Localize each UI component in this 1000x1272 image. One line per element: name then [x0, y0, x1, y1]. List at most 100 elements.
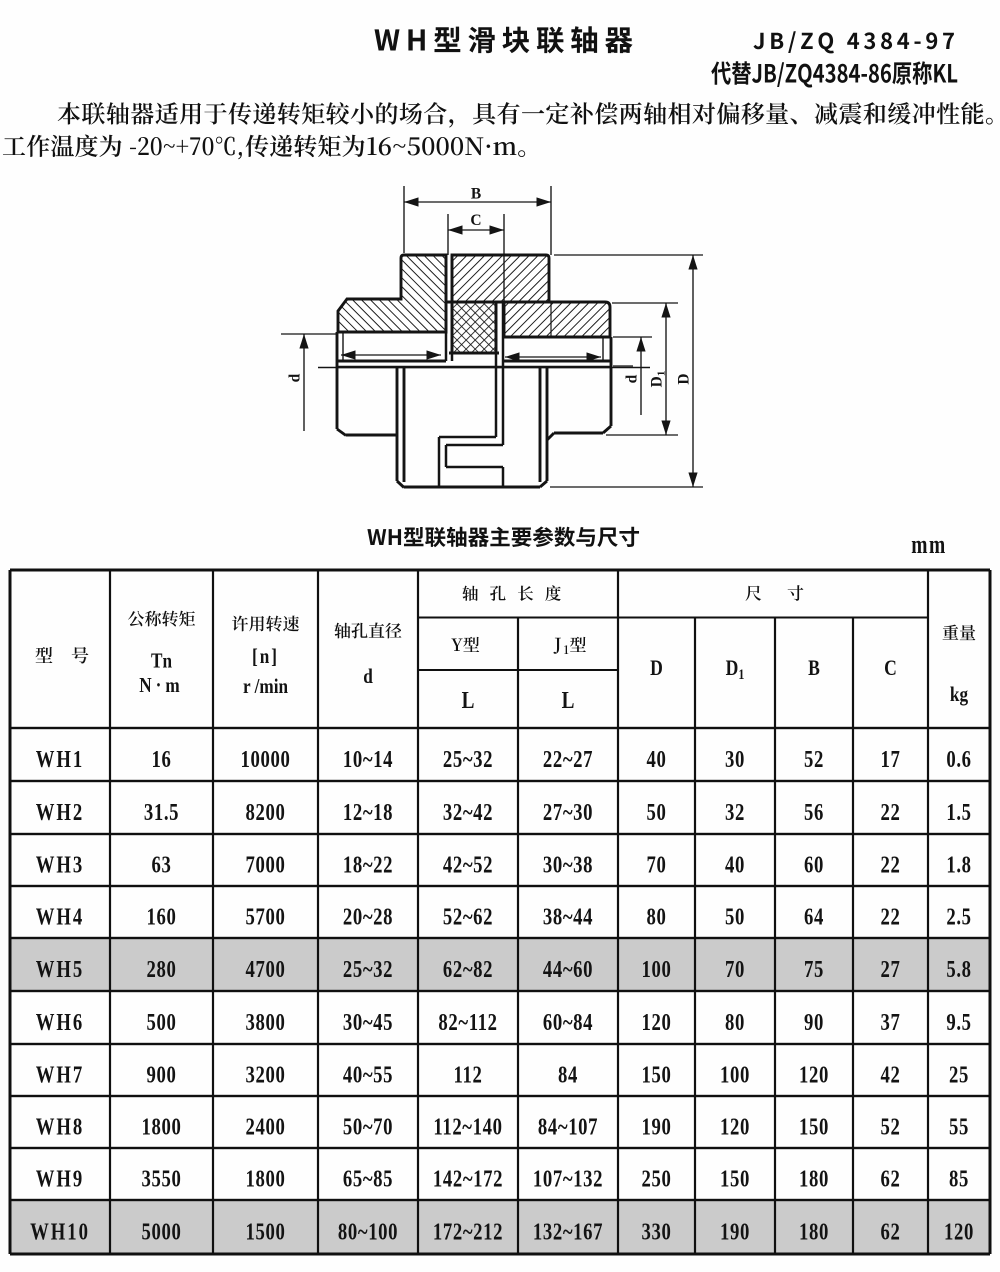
svg-text:160: 160 [147, 903, 177, 930]
svg-text:WH10: WH10 [30, 1218, 90, 1245]
svg-text:22: 22 [881, 799, 901, 826]
svg-text:142~172: 142~172 [433, 1165, 503, 1192]
svg-text:WH6: WH6 [36, 1009, 84, 1036]
svg-text:100: 100 [642, 956, 672, 983]
svg-text:30~38: 30~38 [543, 851, 593, 878]
svg-text:150: 150 [642, 1061, 672, 1088]
svg-text:84: 84 [558, 1061, 578, 1088]
svg-text:mm: mm [911, 530, 946, 558]
svg-text:37: 37 [881, 1009, 901, 1036]
svg-text:500: 500 [147, 1009, 177, 1036]
svg-text:55: 55 [949, 1113, 969, 1140]
svg-text:WH7: WH7 [36, 1061, 84, 1088]
svg-text:330: 330 [642, 1218, 672, 1245]
svg-text:27: 27 [881, 956, 901, 983]
svg-text:180: 180 [799, 1165, 829, 1192]
svg-text:62: 62 [881, 1165, 901, 1192]
svg-text:22: 22 [881, 903, 901, 930]
svg-text:1800: 1800 [142, 1113, 182, 1140]
svg-text:180: 180 [799, 1218, 829, 1245]
svg-text:64: 64 [804, 903, 824, 930]
svg-text:190: 190 [720, 1218, 750, 1245]
svg-text:32~42: 32~42 [443, 799, 493, 826]
svg-text:5700: 5700 [246, 903, 286, 930]
svg-text:WH1: WH1 [36, 746, 84, 773]
svg-text:27~30: 27~30 [543, 799, 593, 826]
svg-text:D: D [676, 373, 693, 384]
svg-text:3550: 3550 [142, 1165, 182, 1192]
svg-text:25: 25 [949, 1061, 969, 1088]
svg-text:82~112: 82~112 [438, 1009, 497, 1036]
svg-text:WH5: WH5 [36, 956, 84, 983]
svg-text:30: 30 [725, 746, 745, 773]
svg-text:70: 70 [647, 851, 667, 878]
svg-text:84~107: 84~107 [538, 1113, 598, 1140]
svg-text:70: 70 [725, 956, 745, 983]
svg-text:31.5: 31.5 [144, 799, 179, 826]
svg-text:L: L [562, 687, 575, 714]
svg-text:150: 150 [799, 1113, 829, 1140]
svg-text:3200: 3200 [246, 1061, 286, 1088]
svg-text:WH4: WH4 [36, 903, 84, 930]
svg-text:16: 16 [152, 746, 172, 773]
svg-text:[n]: [n] [252, 645, 279, 668]
svg-text:150: 150 [720, 1165, 750, 1192]
svg-text:120: 120 [799, 1061, 829, 1088]
svg-text:25~32: 25~32 [343, 956, 393, 983]
svg-text:40: 40 [647, 746, 667, 773]
svg-text:N·m: N·m [139, 674, 183, 697]
svg-text:10~14: 10~14 [343, 746, 393, 773]
svg-text:25~32: 25~32 [443, 746, 493, 773]
svg-text:1800: 1800 [246, 1165, 286, 1192]
svg-text:65~85: 65~85 [343, 1165, 393, 1192]
svg-text:112~140: 112~140 [433, 1113, 502, 1140]
svg-text:D1: D1 [726, 656, 745, 682]
svg-text:62: 62 [881, 1218, 901, 1245]
svg-text:WH9: WH9 [36, 1165, 84, 1192]
svg-text:56: 56 [804, 799, 824, 826]
svg-text:17: 17 [881, 746, 901, 773]
svg-text:5000: 5000 [142, 1218, 182, 1245]
svg-text:22~27: 22~27 [543, 746, 593, 773]
svg-text:132~167: 132~167 [533, 1218, 603, 1245]
svg-text:280: 280 [147, 956, 177, 983]
svg-text:20~28: 20~28 [343, 903, 393, 930]
svg-text:172~212: 172~212 [433, 1218, 503, 1245]
svg-text:40~55: 40~55 [343, 1061, 393, 1088]
svg-text:42: 42 [881, 1061, 901, 1088]
svg-text:63: 63 [152, 851, 172, 878]
svg-text:d: d [363, 665, 373, 688]
svg-text:120: 120 [944, 1218, 974, 1245]
svg-text:r /min: r /min [243, 675, 288, 698]
svg-text:80: 80 [647, 903, 667, 930]
svg-text:D: D [650, 656, 663, 680]
svg-text:42~52: 42~52 [443, 851, 493, 878]
svg-text:190: 190 [642, 1113, 672, 1140]
svg-text:WH3: WH3 [36, 851, 84, 878]
svg-text:L: L [462, 687, 475, 714]
svg-text:80: 80 [725, 1009, 745, 1036]
svg-text:B: B [808, 656, 820, 680]
svg-text:C: C [470, 212, 481, 229]
svg-text:60~84: 60~84 [543, 1009, 593, 1036]
svg-text:120: 120 [720, 1113, 750, 1140]
svg-text:900: 900 [147, 1061, 177, 1088]
svg-text:1500: 1500 [246, 1218, 286, 1245]
svg-text:9.5: 9.5 [946, 1009, 971, 1036]
svg-text:2.5: 2.5 [946, 903, 971, 930]
svg-text:WH8: WH8 [36, 1113, 84, 1140]
svg-text:52~62: 52~62 [443, 903, 493, 930]
svg-text:10000: 10000 [241, 746, 291, 773]
svg-text:75: 75 [804, 956, 824, 983]
svg-text:4700: 4700 [246, 956, 286, 983]
svg-text:120: 120 [642, 1009, 672, 1036]
svg-text:22: 22 [881, 851, 901, 878]
svg-text:80~100: 80~100 [338, 1218, 398, 1245]
svg-text:32: 32 [725, 799, 745, 826]
svg-text:1.8: 1.8 [946, 851, 971, 878]
svg-text:85: 85 [949, 1165, 969, 1192]
svg-text:Tn: Tn [151, 650, 172, 673]
svg-text:18~22: 18~22 [343, 851, 393, 878]
svg-text:kg: kg [950, 683, 968, 706]
svg-text:B: B [471, 186, 481, 203]
